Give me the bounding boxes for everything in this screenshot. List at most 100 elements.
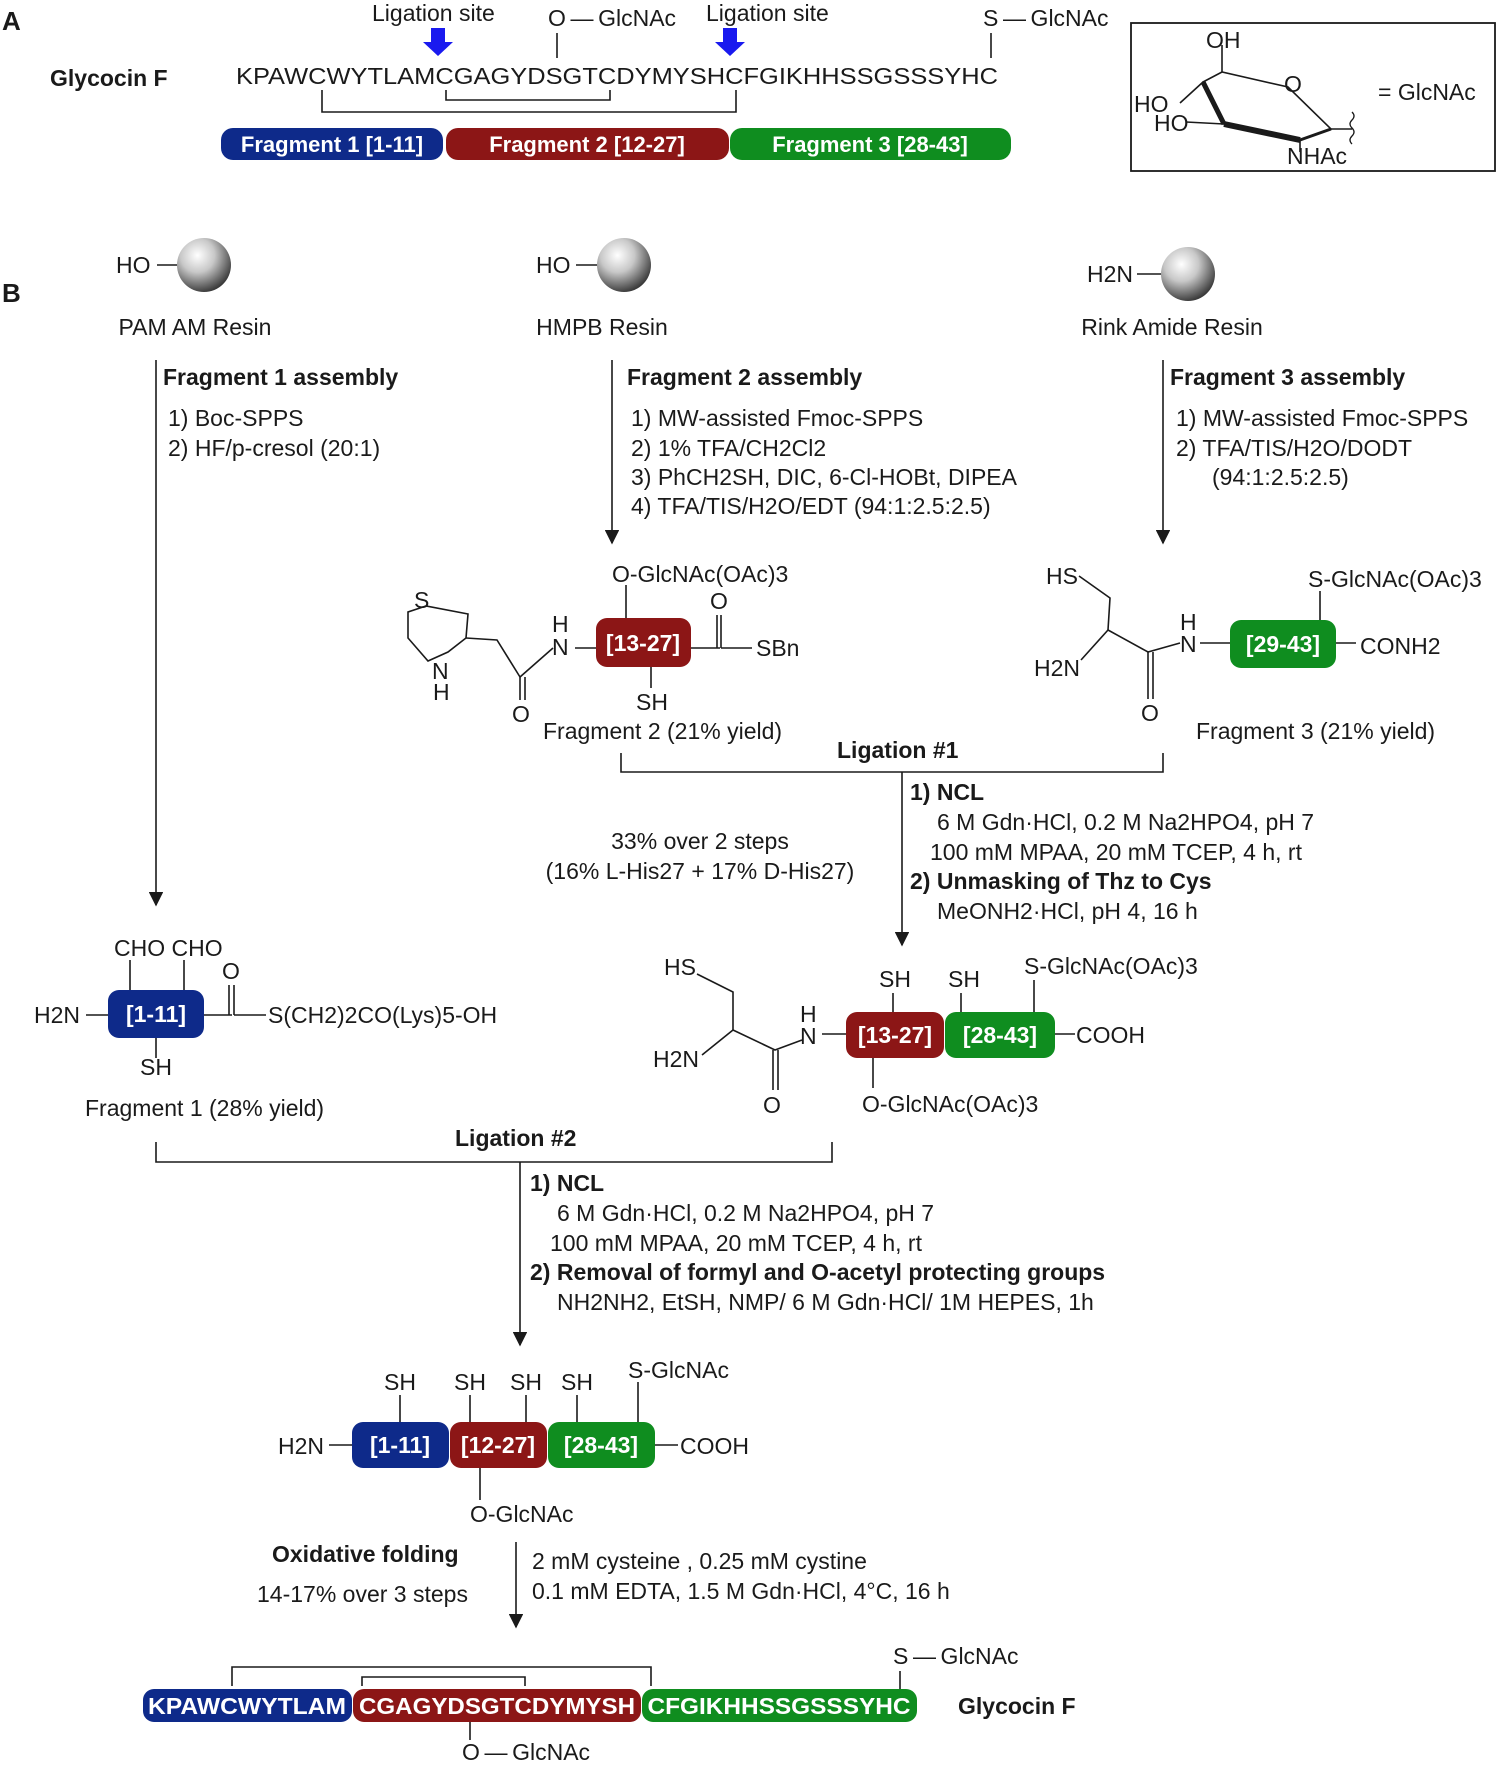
frag2-step-3: 3) PhCH2SH, DIC, 6-Cl-HOBt, DIPEA <box>631 464 1018 490</box>
lig2-sh-2: SH <box>454 1369 486 1395</box>
ligation-2-product-structure <box>329 1382 678 1500</box>
frag2-step-1: 1) MW-assisted Fmoc-SPPS <box>631 405 923 431</box>
fragment-1-label: Fragment 1 [1-11] <box>241 132 423 157</box>
ligation-2-cond-2: 100 mM MPAA, 20 mM TCEP, 4 h, rt <box>550 1230 923 1256</box>
final-s-glcnac: S — GlcNAc <box>893 1643 1019 1669</box>
fragment-3-structure <box>1078 575 1356 699</box>
panel-a-title: Glycocin F <box>50 65 168 91</box>
frag2-thz-s: S <box>414 587 429 613</box>
glcnac-ring-o: O <box>1284 71 1302 97</box>
o-glcnac-label: O — GlcNAc <box>548 5 676 31</box>
frag3-assembly-title: Fragment 3 assembly <box>1170 364 1405 390</box>
ligation-1-product-structure <box>696 973 1075 1090</box>
lig2-top-glyco: S-GlcNAc <box>628 1357 729 1383</box>
frag1-sh: SH <box>140 1054 172 1080</box>
frag3-nh-n: N <box>1180 631 1197 657</box>
final-product-name: Glycocin F <box>958 1693 1076 1719</box>
frag2-sbn: SBn <box>756 635 799 661</box>
lig1-hs: HS <box>664 954 696 980</box>
frag3-step-1: 1) MW-assisted Fmoc-SPPS <box>1176 405 1468 431</box>
folding-cond-2: 0.1 mM EDTA, 1.5 M Gdn·HCl, 4°C, 16 h <box>532 1578 950 1604</box>
ligation-1-ncl: 1) NCL <box>910 779 984 805</box>
ligation-1-title: Ligation #1 <box>837 737 959 763</box>
frag3-nh-h: H <box>1180 609 1197 635</box>
frag1-step-2: 2) HF/p-cresol (20:1) <box>168 435 380 461</box>
ligation-1-yield-detail: (16% L-His27 + 17% D-His27) <box>546 858 855 884</box>
fragment-2-structure <box>407 585 752 700</box>
lig2-box-3 <box>548 1422 655 1468</box>
ligation-1-cond-1: 6 M Gdn·HCl, 0.2 M Na2HPO4, pH 7 <box>937 809 1314 835</box>
frag3-carbonyl-o: O <box>1141 700 1159 726</box>
frag2-carbonyl-o: O <box>512 701 530 727</box>
lig1-sh-2: SH <box>948 966 980 992</box>
lig1-box-1 <box>846 1012 944 1058</box>
ligation-2-title: Ligation #2 <box>455 1125 576 1151</box>
fragment-3-bar <box>730 128 1011 160</box>
s-glcnac-label: S — GlcNAc <box>983 5 1109 31</box>
fragment-3-label: Fragment 3 [28-43] <box>772 132 968 157</box>
resin-1-group: HO <box>116 252 151 278</box>
resin-3-group: H2N <box>1087 261 1133 287</box>
final-segment-3-seq: CFGIKHHSSGSSSYHC <box>648 1693 911 1719</box>
lig2-box-1-label: [1-11] <box>370 1432 430 1458</box>
fragment-1-bar <box>221 128 443 160</box>
glcnac-nhac: NHAc <box>1287 143 1347 169</box>
resin-2-bead <box>597 238 651 292</box>
ligation-1-unmask: 2) Unmasking of Thz to Cys <box>910 868 1212 894</box>
lig1-nh-h: H <box>800 1001 817 1027</box>
resin-3-bead <box>1161 247 1215 301</box>
frag1-box-label: [1-11] <box>126 1001 186 1027</box>
frag3-hs: HS <box>1046 563 1078 589</box>
lig2-box-1 <box>352 1422 449 1468</box>
lig1-h2n: H2N <box>653 1046 699 1072</box>
lig2-sh-1: SH <box>384 1369 416 1395</box>
glcnac-structure <box>1179 45 1355 152</box>
frag2-sh: SH <box>636 689 668 715</box>
frag1-thioester-tail: S(CH2)2CO(Lys)5-OH <box>268 1002 497 1028</box>
resin-2-group: HO <box>536 252 571 278</box>
lig1-nh-n: N <box>800 1023 817 1049</box>
lig1-cooh: COOH <box>1076 1022 1145 1048</box>
resin-1-name: PAM AM Resin <box>119 314 272 340</box>
disulfide-bracket-outer <box>321 90 737 113</box>
frag3-h2n: H2N <box>1034 655 1080 681</box>
frag1-h2n: H2N <box>34 1002 80 1028</box>
lig2-h2n: H2N <box>278 1433 324 1459</box>
lig2-sh-3: SH <box>510 1369 542 1395</box>
frag2-thz-h: H <box>433 679 450 705</box>
final-segment-3 <box>642 1689 917 1722</box>
frag2-box <box>596 618 691 667</box>
final-segment-2-seq: CGAGYDSGTCDYMYSH <box>359 1693 635 1719</box>
final-disulfide-outer <box>231 1666 652 1686</box>
final-disulfide-inner <box>361 1676 526 1686</box>
lig2-bottom-glyco: O-GlcNAc <box>470 1501 574 1527</box>
lig1-box-2 <box>945 1012 1055 1058</box>
ligation-2-ncl: 1) NCL <box>530 1170 604 1196</box>
frag3-step-2: 2) TFA/TIS/H2O/DODT <box>1176 435 1412 461</box>
ligation-site-label-2: Ligation site <box>706 0 829 26</box>
resin-1-bead <box>177 238 231 292</box>
lig2-box-3-label: [28-43] <box>564 1432 638 1458</box>
ligation-1-cond-2: 100 mM MPAA, 20 mM TCEP, 4 h, rt <box>930 839 1303 865</box>
final-segment-2 <box>353 1689 641 1722</box>
frag1-box <box>108 990 204 1038</box>
frag3-top-glyco: S-GlcNAc(OAc)3 <box>1308 566 1482 592</box>
final-o-glcnac: O — GlcNAc <box>462 1739 590 1765</box>
panel-b-label: B <box>2 278 21 308</box>
sequence-text: KPAWCWYTLAMCGAGYDSGTCDYMYSHCFGIKHHSSGSSS… <box>236 63 998 89</box>
disulfide-bracket-inner <box>445 90 611 101</box>
ligation-arrow-2 <box>715 28 745 56</box>
ligation-2-removal: 2) Removal of formyl and O-acetyl protec… <box>530 1259 1105 1285</box>
glcnac-ho-1: HO <box>1134 91 1169 117</box>
ligation-1-bracket <box>620 753 1164 773</box>
lig1-bottom-glyco: O-GlcNAc(OAc)3 <box>862 1091 1038 1117</box>
fragment-2-label: Fragment 2 [12-27] <box>489 132 685 157</box>
final-segment-1 <box>143 1689 352 1722</box>
frag1-yield: Fragment 1 (28% yield) <box>85 1095 324 1121</box>
ligation-2-cond-1: 6 M Gdn·HCl, 0.2 M Na2HPO4, pH 7 <box>557 1200 934 1226</box>
fragment-2-bar <box>446 128 729 160</box>
resin-3-name: Rink Amide Resin <box>1081 314 1263 340</box>
frag1-o: O <box>222 958 240 984</box>
glcnac-structure-box <box>1130 22 1496 172</box>
